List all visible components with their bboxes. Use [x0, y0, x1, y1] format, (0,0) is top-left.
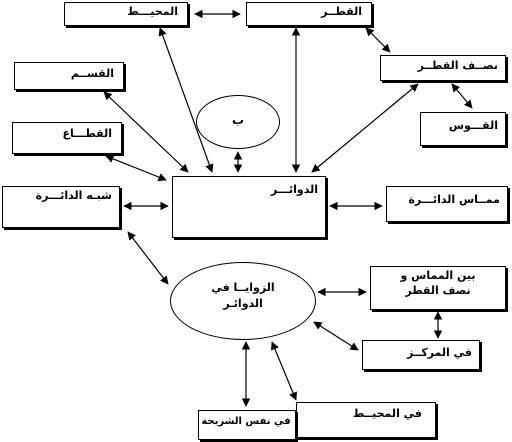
- connector-semicircle-angles: [127, 231, 169, 285]
- division-label: القســم: [70, 67, 114, 80]
- angles-label-line2: الدوائـر: [223, 297, 263, 310]
- arc-box: [420, 112, 506, 146]
- division-box: [14, 62, 124, 90]
- semicircle-label: شبـه الدائـــرة: [35, 189, 112, 202]
- circles-box: [172, 176, 326, 238]
- diameter-box: [246, 2, 372, 26]
- tangent-label: ممــاس الدائـــرة: [408, 193, 500, 206]
- b-ellipse: [196, 95, 280, 149]
- center-label: في المركــز: [406, 346, 472, 359]
- on-circumference-label: في المحيــط: [352, 407, 422, 420]
- same-segment-box: [198, 410, 296, 440]
- sector-box: [12, 122, 122, 154]
- radius-label: نصــف القطــر: [417, 59, 498, 72]
- connector-division-circles: [103, 91, 189, 173]
- tangent-radius-box: [370, 266, 506, 310]
- tangent-radius-label-line2: نصف القطر: [405, 284, 471, 297]
- angles-ellipse: [170, 262, 316, 340]
- connector-radius-circles: [311, 83, 419, 173]
- circles-label: الدوائـــر: [270, 183, 318, 196]
- connector-diameter-radius: [365, 27, 391, 53]
- center-box: [362, 340, 480, 370]
- circumference-label: المحيـــط: [127, 5, 178, 18]
- b-label: ب: [231, 113, 245, 127]
- connector-circumference-circles: [158, 27, 214, 173]
- same-segment-label: في نفس الشريحة: [201, 416, 291, 427]
- semicircle-box: [2, 186, 120, 228]
- connector-angles-on-circumference: [271, 341, 297, 401]
- angles-label-line1: الزوايــا في: [211, 281, 275, 294]
- circumference-box: [64, 2, 188, 26]
- connector-sector-circles: [105, 154, 167, 182]
- connector-radius-arc: [451, 83, 473, 109]
- on-circumference-box: [296, 402, 436, 438]
- arc-label: القـــوس: [448, 119, 498, 132]
- connector-angles-center: [313, 321, 359, 351]
- diameter-label: القطــر: [321, 5, 362, 18]
- tangent-radius-label-line1: بين المماس و: [400, 269, 476, 282]
- sector-label: القطـــاع: [62, 127, 112, 140]
- tangent-box: [386, 186, 508, 222]
- radius-box: [380, 55, 506, 81]
